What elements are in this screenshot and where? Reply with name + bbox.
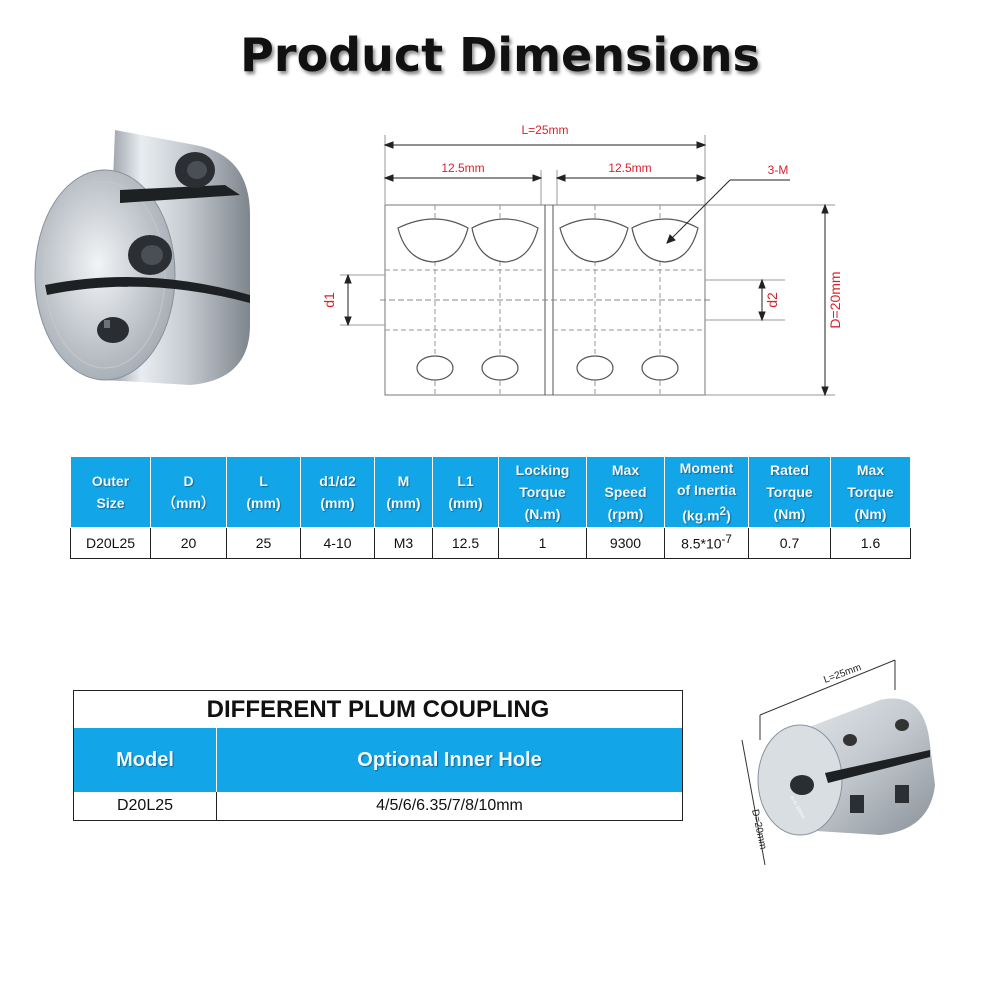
table-row: D20L25 4/5/6/6.35/7/8/10mm bbox=[74, 792, 682, 820]
table-row: D20L25 20 25 4-10 M3 12.5 1 9300 8.5*10-… bbox=[70, 526, 911, 559]
header-optional-inner-hole: Optional Inner Hole bbox=[357, 748, 542, 771]
cell-m: M3 bbox=[374, 526, 433, 559]
cell-outer-size: D20L25 bbox=[70, 526, 151, 559]
plum-coupling-table: DIFFERENT PLUM COUPLING Model Optional I… bbox=[73, 690, 683, 821]
page-title: Product Dimensions bbox=[240, 28, 760, 82]
dim-d1: d1 bbox=[321, 292, 337, 308]
coupling-photo bbox=[34, 130, 250, 385]
dim-d2: d2 bbox=[764, 292, 780, 308]
dim-diameter: D=20mm bbox=[827, 271, 843, 328]
photo-length-label: L=25mm bbox=[822, 662, 863, 686]
cell-optional-inner-hole: 4/5/6/6.35/7/8/10mm bbox=[376, 797, 523, 814]
plum-header-row: Model Optional Inner Hole bbox=[74, 728, 682, 792]
photo-diameter-label: D=20mm bbox=[749, 808, 768, 850]
cell-locking-torque: 1 bbox=[498, 526, 587, 559]
coupling-dimension-photo: L=25mm D=20mm d=4~10mm bbox=[741, 659, 935, 866]
header-model: Model bbox=[74, 728, 217, 792]
dimension-drawing: L=25mm 12.5mm 12.5mm 3-M d1 d2 D=20mm bbox=[321, 123, 843, 397]
cell-model: D20L25 bbox=[74, 792, 217, 820]
dim-half-left: 12.5mm bbox=[441, 161, 484, 175]
cell-max-speed: 9300 bbox=[586, 526, 665, 559]
cell-l1: 12.5 bbox=[432, 526, 499, 559]
cell-d: 20 bbox=[150, 526, 227, 559]
header-m: M(mm) bbox=[374, 456, 433, 528]
cell-max-torque: 1.6 bbox=[830, 526, 911, 559]
header-d1-d2: d1/d2(mm) bbox=[300, 456, 375, 528]
header-l1: L1(mm) bbox=[432, 456, 499, 528]
header-l: L(mm) bbox=[226, 456, 301, 528]
cell-l: 25 bbox=[226, 526, 301, 559]
cell-rated-torque: 0.7 bbox=[748, 526, 831, 559]
dim-screw-label: 3-M bbox=[768, 163, 789, 177]
dim-half-right: 12.5mm bbox=[608, 161, 651, 175]
dim-total-length: L=25mm bbox=[521, 123, 568, 137]
plum-table-title: DIFFERENT PLUM COUPLING bbox=[206, 696, 550, 723]
cell-moment-of-inertia: 8.5*10-7 bbox=[664, 526, 749, 559]
header-d: D（mm） bbox=[150, 456, 227, 528]
cell-d1-d2: 4-10 bbox=[300, 526, 375, 559]
